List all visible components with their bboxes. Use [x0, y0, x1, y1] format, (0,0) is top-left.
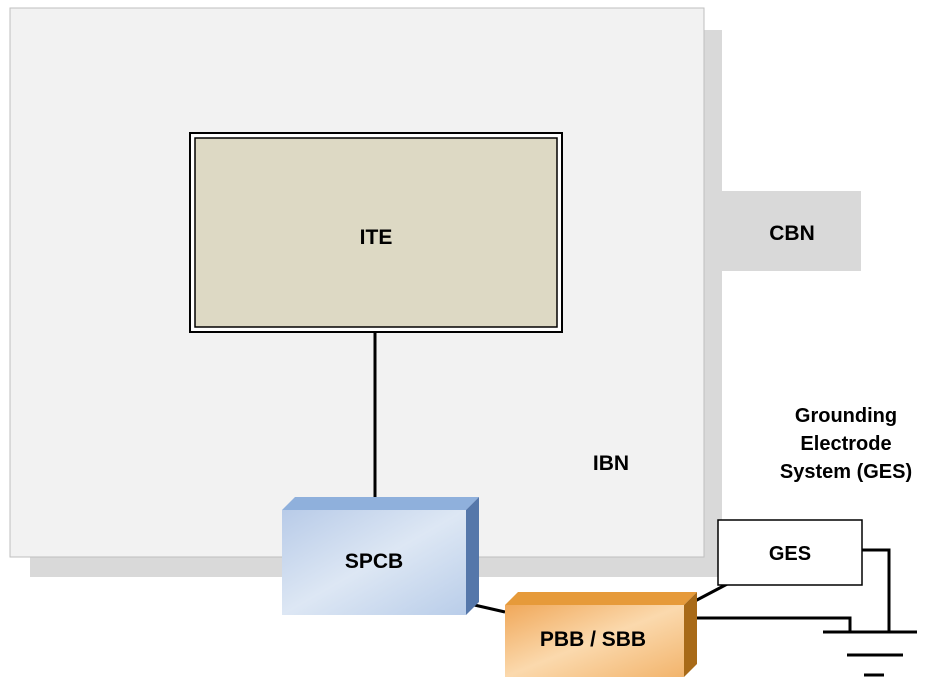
ges-ground-conductor: [862, 548, 891, 632]
pbb-sbb-box: [505, 592, 697, 677]
pbb-sbb-label: PBB / SBB: [540, 628, 646, 651]
spcb-label: SPCB: [345, 550, 403, 573]
ground-symbol: [823, 630, 917, 677]
ges-caption-line-1: Grounding: [795, 405, 897, 427]
ges-caption-line-3: System (GES): [780, 461, 912, 483]
ibn-label: IBN: [593, 452, 629, 475]
ges-caption-line-2: Electrode: [800, 433, 891, 455]
pbb-ground-conductor: [685, 616, 852, 632]
cbn-label: CBN: [769, 222, 815, 245]
spcb-pbb-conductor: [469, 602, 506, 614]
spcb-box: [282, 497, 479, 615]
ite-label: ITE: [360, 226, 393, 249]
ite-box: [189, 132, 563, 333]
ges-label: GES: [769, 543, 811, 565]
ges-box: [717, 519, 863, 586]
